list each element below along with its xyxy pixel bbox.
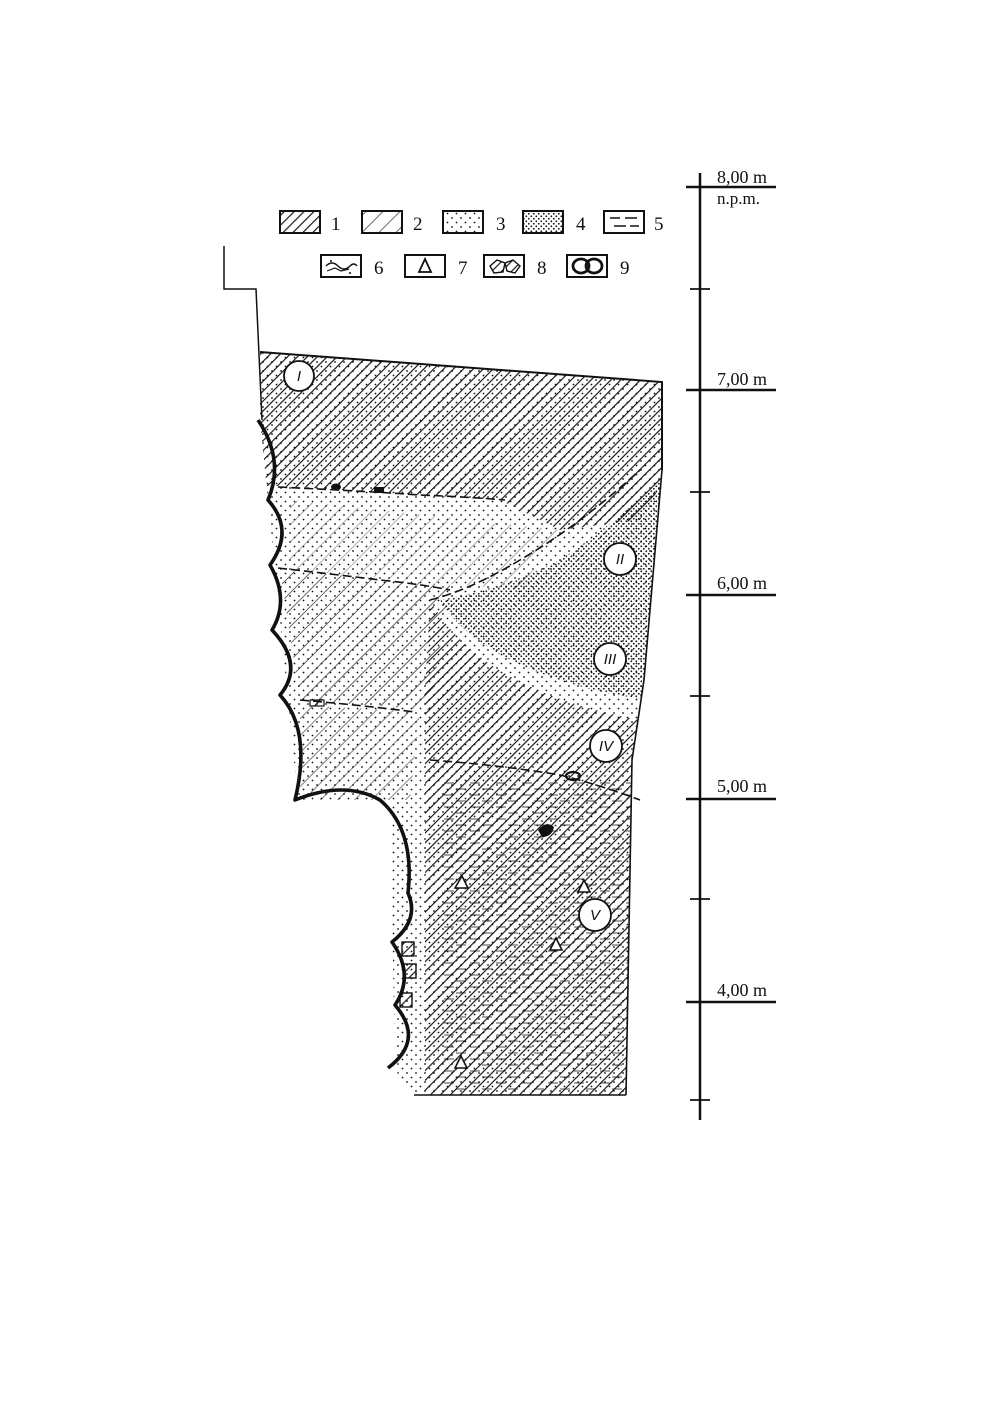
legend-item-3: 3: [442, 210, 506, 235]
stone-icon: [309, 699, 325, 707]
legend-label-7: 7: [458, 258, 468, 279]
layer-label-1: I: [297, 368, 301, 385]
legend-label-8: 8: [537, 258, 547, 279]
scale-label-4m: 4,00 m: [717, 980, 767, 1000]
triangle-icon: [453, 1054, 469, 1069]
stone-icon: [399, 992, 413, 1008]
triangle-icon: [453, 874, 470, 889]
layer-label-5: V: [590, 907, 602, 924]
legend-item-7: 7: [404, 254, 468, 279]
triangle-icon: [576, 878, 592, 893]
legend: 1 2 3 4 5 6: [279, 210, 664, 279]
stone-icon: [489, 259, 506, 274]
layer-marker-5: V: [578, 898, 612, 932]
legend-item-5: 5: [603, 210, 664, 235]
pebble-icon: [571, 257, 591, 275]
scale-label-5m: 5,00 m: [717, 776, 767, 796]
scalloped-wall-edge: [256, 418, 414, 1070]
layer-marker-3: III: [593, 642, 627, 676]
layer-markers: I II III IV V: [283, 360, 637, 932]
height-scale: 8,00 m n.p.m. 7,00 m 6,00 m 5,00 m 4,00 …: [686, 167, 776, 1120]
layer-marker-4: IV: [589, 729, 623, 763]
legend-item-1: 1: [279, 210, 341, 235]
layer-label-2: II: [616, 551, 624, 568]
scale-unit-label: n.p.m.: [717, 189, 760, 208]
scale-label-6m: 6,00 m: [717, 573, 767, 593]
stone-icon: [504, 259, 521, 274]
scale-label-8m: 8,00 m: [717, 167, 767, 187]
legend-item-8: 8: [483, 254, 547, 279]
legend-label-6: 6: [374, 258, 384, 279]
stone-icon: [403, 963, 417, 979]
stone-icon: [374, 487, 384, 493]
legend-item-4: 4: [522, 210, 586, 235]
legend-label-9: 9: [620, 258, 630, 279]
stone-icon: [331, 483, 341, 491]
wall-outline: [223, 246, 263, 421]
layer-boundaries: [277, 469, 641, 801]
legend-item-9: 9: [566, 254, 630, 279]
inclusions: [309, 483, 592, 1069]
triangle-icon: [417, 256, 433, 273]
legend-label-4: 4: [576, 214, 586, 235]
pebble-icon: [584, 257, 604, 275]
triangle-icon: [548, 936, 564, 951]
layer-marker-2: II: [603, 542, 637, 576]
scale-label-7m: 7,00 m: [717, 369, 767, 389]
layer-label-3: III: [604, 651, 617, 668]
legend-item-2: 2: [361, 210, 423, 235]
legend-label-1: 1: [331, 214, 341, 235]
layer-label-4: IV: [599, 738, 615, 755]
legend-label-5: 5: [654, 214, 664, 235]
legend-label-3: 3: [496, 214, 506, 235]
profile-section: I II III IV V: [256, 351, 663, 1096]
legend-item-6: 6: [320, 254, 384, 279]
stone-icon: [538, 824, 554, 837]
stone-icon: [401, 941, 415, 957]
layer-marker-1: I: [283, 360, 315, 392]
legend-label-2: 2: [413, 214, 423, 235]
pebble-icon: [564, 770, 582, 782]
